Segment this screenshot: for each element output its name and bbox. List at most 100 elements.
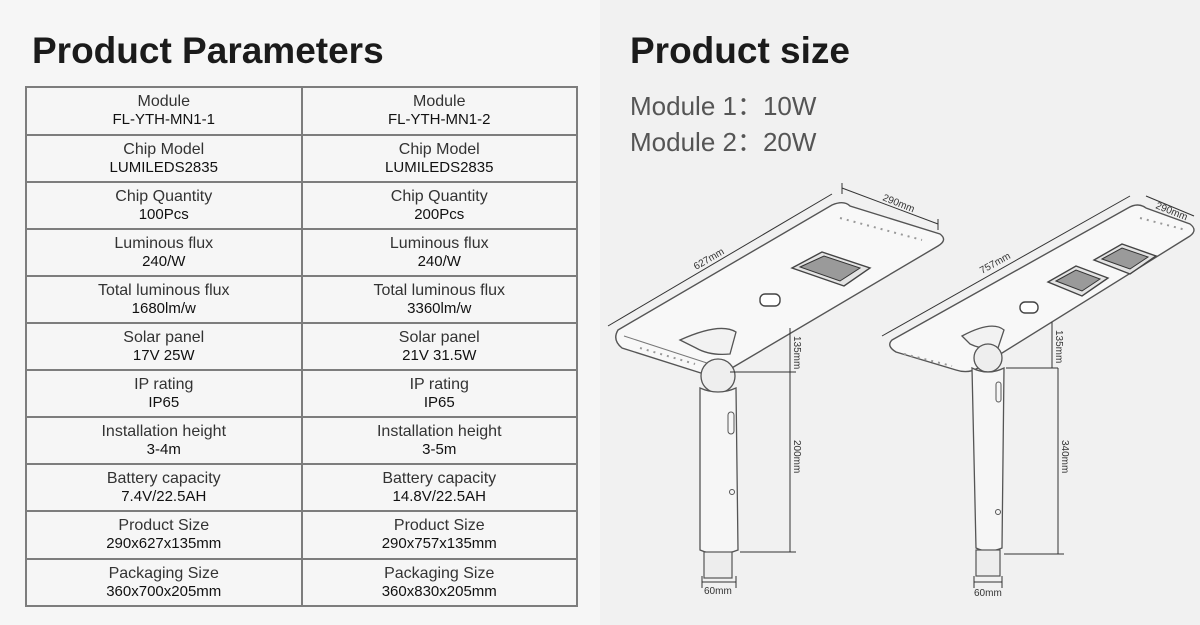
lamp-2-base	[975, 549, 1001, 577]
lamp-2-led-chips-2	[1100, 247, 1150, 270]
lamp-2-solar-strip	[1139, 217, 1187, 231]
cell-value: 1680lm/w	[131, 299, 196, 317]
lamp-2-head	[889, 204, 1195, 373]
cell-label: Chip Quantity	[115, 187, 213, 205]
cell-label: Total luminous flux	[97, 281, 230, 299]
lamp-2-pole-height-label: 340mm	[1059, 440, 1070, 473]
lamp-2-pole-height-dimension	[1004, 368, 1064, 555]
lamp-1-drawing: 290mm 627mm 135mm 200mm 60mm	[607, 183, 945, 597]
cell-label: Module	[137, 93, 190, 110]
lamp-2-diameter-label: 60mm	[974, 588, 1002, 599]
lamp-2-pole-screw	[995, 509, 1001, 515]
lamp-1-head-height-label: 135mm	[791, 336, 802, 369]
lamp-1-width-dimension	[841, 183, 939, 230]
dimension-drawings: 290mm 627mm 135mm 200mm 60mm	[607, 183, 1195, 599]
lamp-1-pole-height-dimension	[740, 372, 796, 553]
lamp-1-sensor	[759, 293, 781, 307]
module-1-power: Module 1：10W	[630, 91, 817, 121]
cell-value: 290x757x135mm	[381, 535, 497, 552]
cell-value: 360x830x205mm	[381, 582, 497, 600]
lamp-1-width-label: 290mm	[881, 193, 916, 216]
lamp-1-diameter-label: 60mm	[704, 586, 732, 597]
lamp-2-joint	[973, 343, 1003, 373]
cell-value: 240/W	[417, 252, 461, 270]
lamp-2-length-dimension	[881, 195, 1131, 337]
cell-value: 17V 25W	[132, 346, 195, 364]
lamp-2-pole-slot	[995, 381, 1002, 403]
cell-label: Total luminous flux	[373, 281, 506, 299]
lamp-1-solar-strip	[839, 217, 923, 241]
cell-value: 21V 31.5W	[402, 346, 477, 364]
cell-value: 3360lm/w	[407, 299, 472, 317]
cell-value: 360x700x205mm	[106, 582, 222, 600]
lamp-1-base	[703, 551, 733, 579]
lamp-2-sensor	[1019, 301, 1039, 314]
cell-value: LUMILEDS2835	[385, 158, 494, 176]
lamp-2-pole	[971, 366, 1005, 552]
cell-value: 7.4V/22.5AH	[121, 487, 207, 505]
size-title: Product size	[630, 30, 850, 71]
lamp-1-pole-screw	[729, 489, 735, 495]
cell-label: Chip Quantity	[390, 187, 488, 205]
lamp-2-led-chips-1	[1054, 269, 1102, 292]
lamp-2-head-height-dimension	[1006, 322, 1058, 369]
lamp-1-head-height-dimension	[730, 328, 796, 373]
cell-label: Chip Model	[398, 140, 480, 158]
lamp-2-led-strip	[903, 353, 953, 367]
cell-value: 240/W	[142, 252, 186, 270]
cell-label: Chip Model	[123, 140, 205, 158]
parameters-title: Product Parameters	[32, 30, 384, 71]
module-2-power: Module 2：20W	[630, 127, 817, 157]
cell-label: Installation height	[101, 422, 227, 440]
cell-label: Solar panel	[123, 328, 205, 346]
cell-value: FL-YTH-MN1-2	[387, 111, 491, 128]
cell-label: IP rating	[409, 375, 469, 393]
cell-label: Luminous flux	[114, 234, 214, 252]
cell-label: Product Size	[393, 517, 485, 534]
lamp-2-width-dimension	[1145, 195, 1195, 217]
cell-value: 3-4m	[146, 440, 181, 458]
cell-label: Product Size	[118, 517, 210, 534]
cell-label: Packaging Size	[384, 564, 495, 582]
cell-label: Battery capacity	[382, 469, 497, 487]
cell-value: 290x627x135mm	[106, 535, 222, 552]
cell-value: 100Pcs	[138, 205, 189, 223]
cell-label: Battery capacity	[106, 469, 221, 487]
cell-value: 14.8V/22.5AH	[392, 487, 486, 505]
cell-value: LUMILEDS2835	[109, 158, 218, 176]
lamp-1-bracket	[678, 327, 737, 356]
lamp-1-pole-height-label: 200mm	[791, 440, 802, 473]
lamp-1-pole	[699, 387, 739, 555]
lamp-1-diameter-dimension	[701, 576, 737, 588]
lamp-1-led-strip	[639, 347, 696, 365]
cell-value: IP65	[423, 393, 455, 411]
cell-label: IP rating	[134, 375, 194, 393]
cell-label: Packaging Size	[108, 564, 219, 582]
